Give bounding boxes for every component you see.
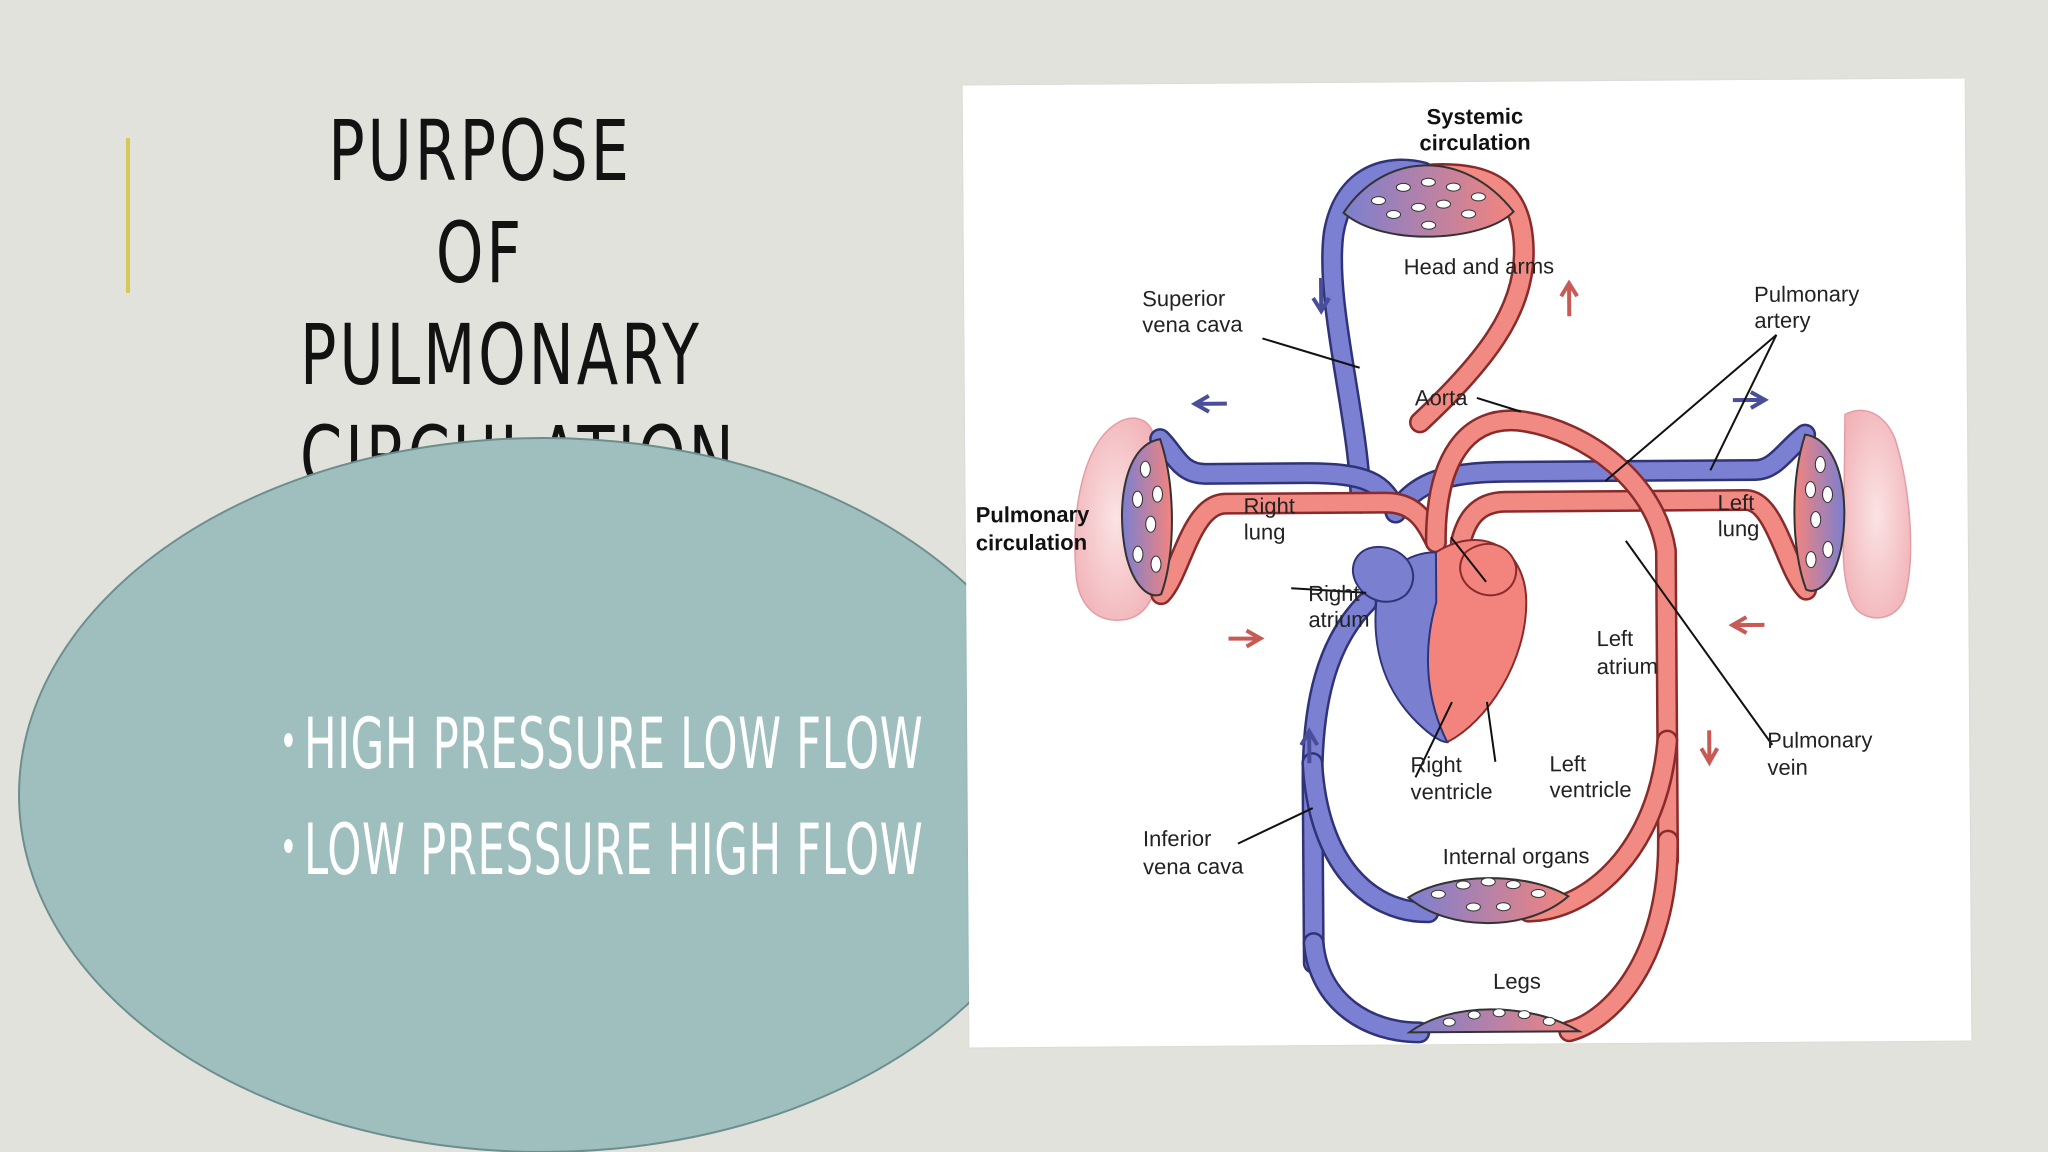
systemic-label-2: circulation bbox=[1419, 130, 1530, 156]
right-lung-label-1: Right bbox=[1244, 493, 1296, 518]
right-ventricle-label-1: Right bbox=[1410, 752, 1462, 777]
internal-organs-label: Internal organs bbox=[1443, 843, 1590, 869]
inferior-label-1: Inferior bbox=[1143, 826, 1212, 851]
pulmonary-circ-label-2: circulation bbox=[976, 530, 1087, 556]
heart bbox=[1351, 539, 1528, 744]
bullet-item: •HIGH PRESSURE LOW FLOW bbox=[279, 690, 923, 796]
left-atrium-label-2: atrium bbox=[1597, 654, 1658, 679]
pulm-vein-label-2: vein bbox=[1767, 755, 1808, 780]
head-arms-label: Head and arms bbox=[1404, 253, 1555, 279]
left-ventricle-label-2: ventricle bbox=[1549, 777, 1631, 803]
legs-label: Legs bbox=[1493, 968, 1541, 993]
leader-lines bbox=[1237, 334, 1778, 845]
bullet-list: •HIGH PRESSURE LOW FLOW •LOW PRESSURE HI… bbox=[120, 690, 960, 902]
bullet-item: •LOW PRESSURE HIGH FLOW bbox=[279, 796, 923, 902]
flow-arrows bbox=[1190, 277, 1769, 767]
circulation-diagram: Systemic circulation Head and arms Super… bbox=[962, 78, 1972, 1048]
right-lung-label-2: lung bbox=[1244, 519, 1286, 544]
bullet-text: HIGH PRESSURE LOW FLOW bbox=[303, 703, 924, 785]
superior-label-2: vena cava bbox=[1142, 312, 1243, 338]
bullet-ellipse bbox=[18, 437, 1068, 1152]
left-atrium-label-1: Left bbox=[1596, 626, 1633, 651]
accent-bar bbox=[126, 138, 130, 293]
superior-label-1: Superior bbox=[1142, 286, 1225, 312]
left-lung-label-1: Left bbox=[1717, 490, 1754, 515]
left-ventricle-label-1: Left bbox=[1549, 751, 1586, 776]
internal-organs-capillary bbox=[1406, 877, 1571, 925]
inferior-label-2: vena cava bbox=[1143, 854, 1244, 880]
pulm-artery-label-1: Pulmonary bbox=[1754, 281, 1859, 307]
bullet-dot-icon: • bbox=[279, 820, 298, 876]
title-line-1: PURPOSE OF bbox=[328, 102, 632, 302]
bullet-dot-icon: • bbox=[279, 714, 298, 770]
pulm-artery-label-2: artery bbox=[1754, 308, 1810, 333]
pulmonary-circ-label-1: Pulmonary bbox=[976, 502, 1091, 528]
circulation-diagram-svg: Systemic circulation Head and arms Super… bbox=[976, 104, 1912, 1044]
title-line-2: PULMONARY bbox=[300, 306, 702, 404]
head-capillary-bed bbox=[1342, 164, 1515, 238]
bullet-text: LOW PRESSURE HIGH FLOW bbox=[303, 809, 924, 891]
left-lung-label-2: lung bbox=[1718, 516, 1760, 541]
left-lung-shape bbox=[1842, 409, 1912, 619]
aorta-label: Aorta bbox=[1415, 385, 1469, 410]
right-atrium-label-1: Right bbox=[1308, 581, 1360, 606]
systemic-label-1: Systemic bbox=[1426, 104, 1523, 130]
right-atrium-label-2: atrium bbox=[1308, 607, 1369, 632]
right-ventricle-label-2: ventricle bbox=[1411, 779, 1493, 805]
pulm-vein-label-1: Pulmonary bbox=[1767, 727, 1872, 753]
